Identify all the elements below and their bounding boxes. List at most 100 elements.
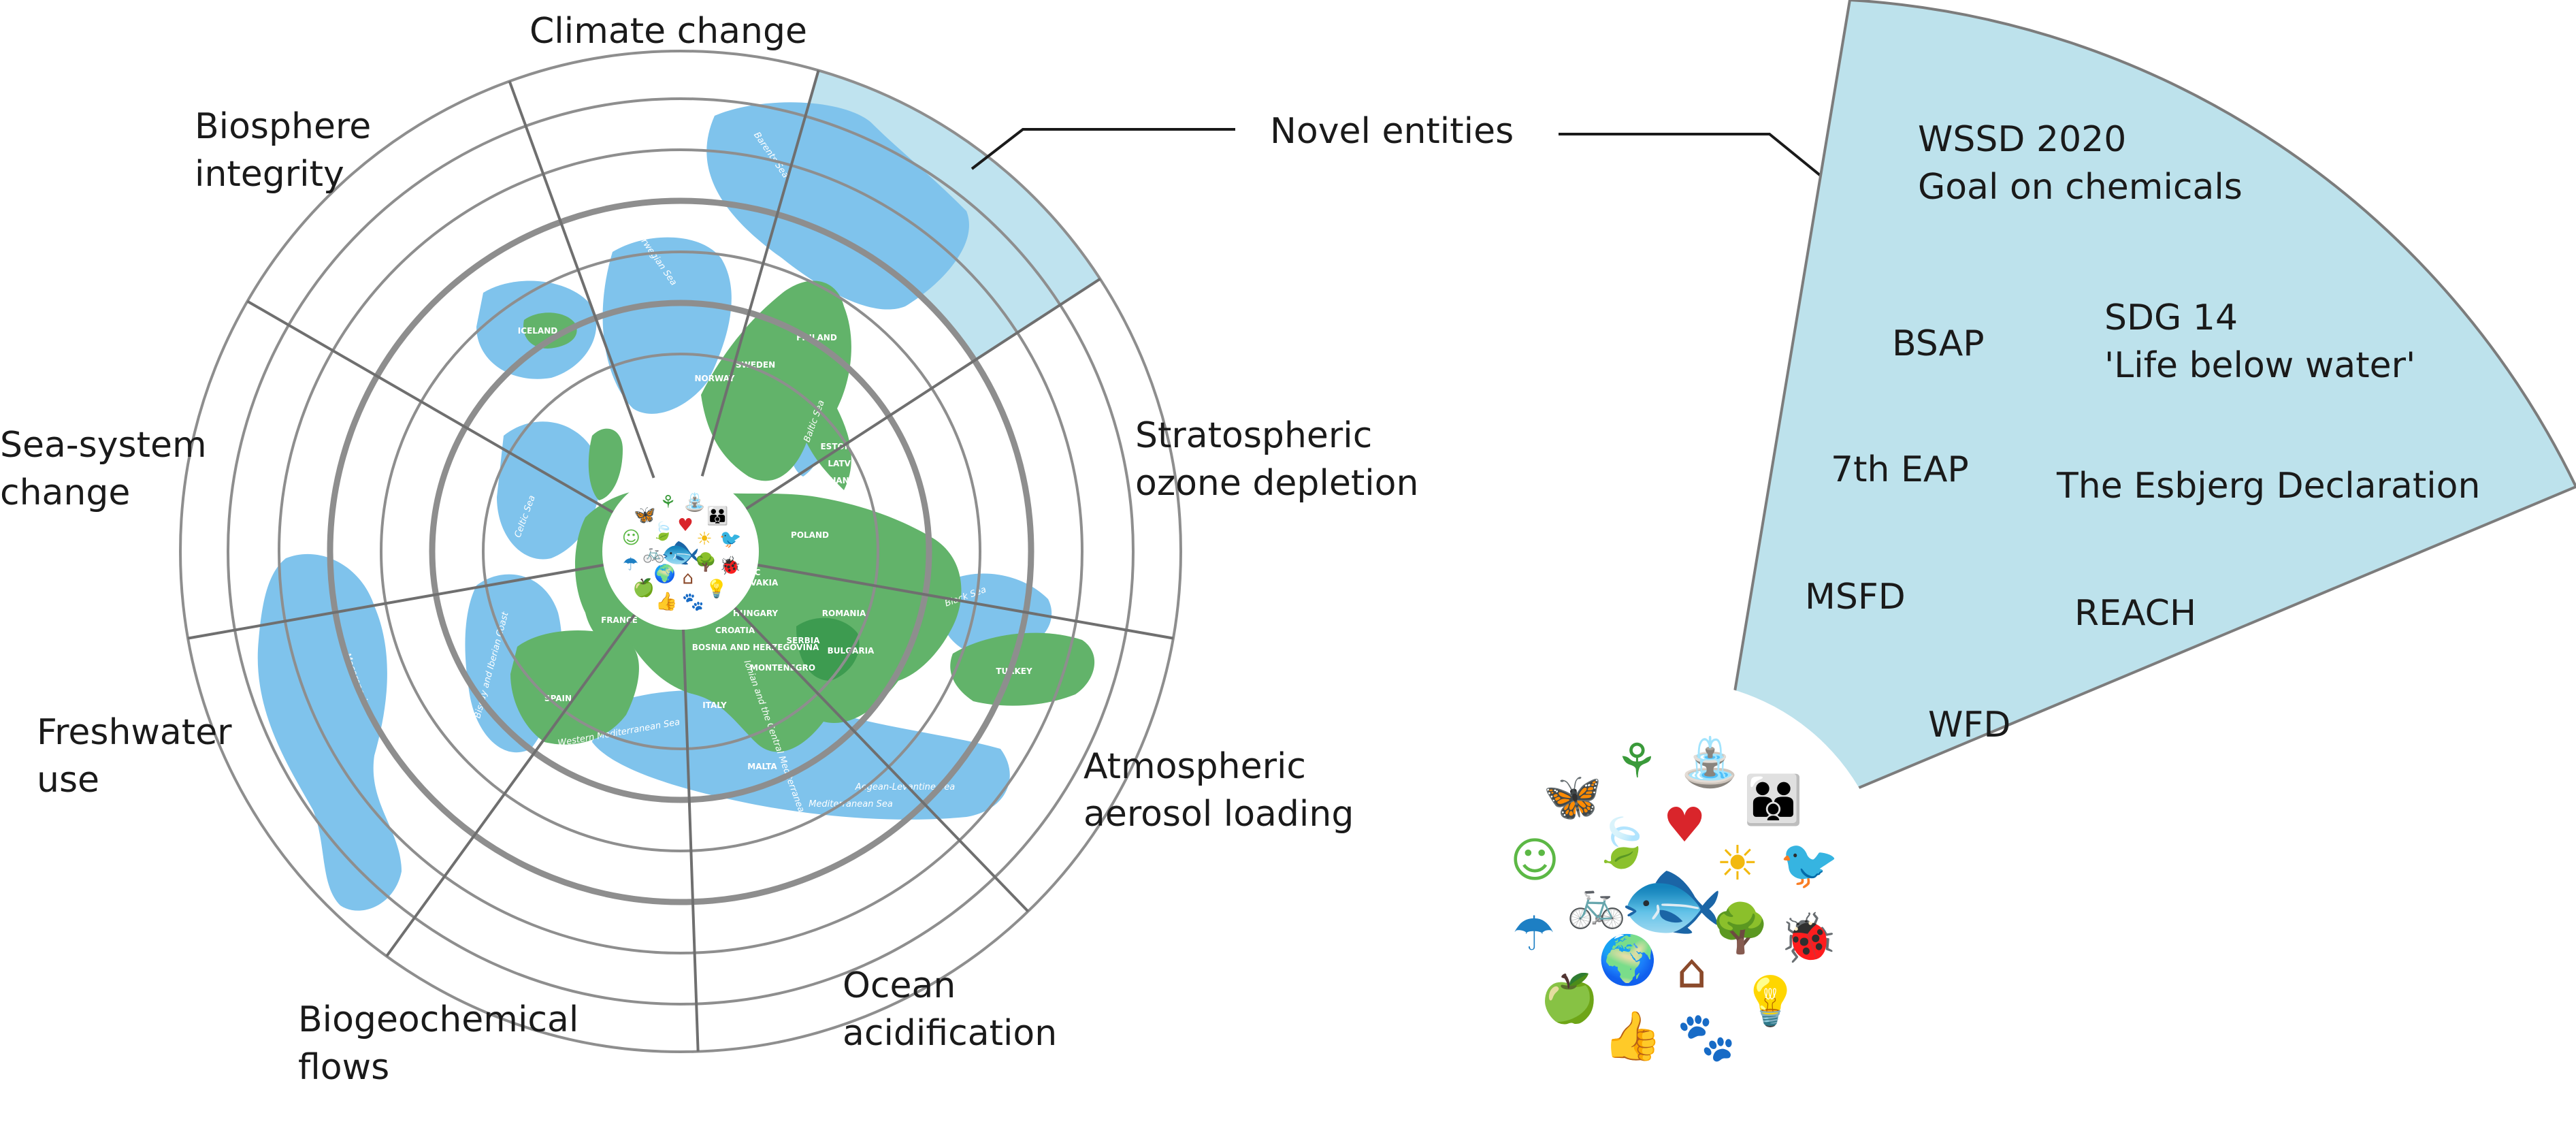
- boundary-ring-bold-inner: [429, 300, 932, 803]
- boundary-ring-bold-outer: [327, 197, 1034, 905]
- celtic-sea-area: [497, 421, 600, 560]
- policy-sdg14: SDG 14 'Life below water': [2104, 297, 2415, 386]
- smiley-icon: ☺: [1510, 833, 1560, 888]
- boundary-wheel: ICELANDNORWAYSWEDENFINLANDESTONIALATVIAL…: [179, 50, 1182, 1053]
- sea-label: Aegean-Levantine Sea: [855, 782, 956, 792]
- country-label: SWEDEN: [736, 360, 775, 370]
- arctic-sea-area: [706, 102, 969, 310]
- country-label: CROATIA: [715, 626, 755, 635]
- country-label: POLAND: [791, 530, 829, 540]
- policy-wssd: WSSD 2020 Goal on chemicals: [1918, 119, 2243, 208]
- country-label: MALTA: [747, 762, 777, 771]
- paw-icon: 🐾: [1677, 1009, 1736, 1065]
- spoke-3: [745, 278, 1101, 511]
- house-icon: ⌂: [683, 568, 694, 589]
- apple-icon: 🍏: [633, 577, 655, 598]
- label-ocean-acidification: Ocean acidification: [843, 965, 1057, 1054]
- spoke-7: [385, 613, 636, 957]
- country-label: NORWAY: [694, 374, 734, 383]
- iberia-landmass: [510, 630, 639, 745]
- policy-esbjerg: The Esbjerg Declaration: [2056, 466, 2480, 506]
- policy-reach: REACH: [2074, 593, 2196, 634]
- mediterranean-area: [592, 690, 1010, 820]
- apple-icon: 🍏: [1540, 970, 1599, 1026]
- sun-icon: ☀: [1716, 835, 1759, 891]
- butterfly-icon: 🦋: [1543, 769, 1602, 825]
- spoke-6: [682, 629, 700, 1052]
- sector-spokes: [187, 69, 1174, 1052]
- label-atmospheric-aerosol: Atmospheric aerosol loading: [1083, 746, 1354, 835]
- scandinavia-landmass: [701, 280, 851, 490]
- policy-bsap: BSAP: [1892, 323, 1985, 364]
- hands-plant-icon: ⚘: [660, 492, 676, 513]
- center-icon-disc: 🐟🌳⌂🌍🚲🍃♥☀💡🐾👍🍏☂☺🦋⚘⛲👪🐦🐞: [602, 473, 759, 630]
- earth-globe-icon: 🌍: [653, 563, 675, 584]
- butterfly-icon: 🦋: [634, 505, 655, 526]
- country-label: ITALY: [702, 701, 727, 710]
- iceland-landmass: [523, 312, 577, 349]
- sustainability-icons: 🐟🌳⌂🌍🚲🍃♥☀💡🐾👍🍏☂☺🦋⚘⛲👪🐦🐞: [1510, 733, 1839, 1065]
- fish-icon: 🐟: [661, 534, 700, 570]
- bird-icon: 🐦: [719, 530, 741, 550]
- wheel-structure: [179, 50, 1182, 1053]
- thumbs-up-icon: 👍: [655, 591, 677, 612]
- country-label: LATVIA: [828, 459, 860, 468]
- ring-2: [227, 97, 1135, 1006]
- rain-cloud-icon: ☂: [623, 555, 638, 575]
- ring-5: [380, 251, 981, 852]
- rain-cloud-icon: ☂: [1512, 906, 1555, 962]
- leaf-icon: 🍃: [1593, 814, 1652, 871]
- spoke-1: [508, 80, 655, 479]
- label-biogeochemical-flows: Biogeochemical flows: [298, 999, 590, 1088]
- ladybug-icon: 🐞: [1778, 910, 1838, 965]
- earth-globe-icon: 🌍: [1598, 932, 1657, 988]
- sun-icon: ☀: [696, 529, 712, 549]
- europe-map: ICELANDNORWAYSWEDENFINLANDESTONIALATVIAL…: [257, 70, 1100, 911]
- label-biosphere-integrity: Biosphere integrity: [195, 106, 382, 195]
- house-icon: ⌂: [1677, 944, 1707, 999]
- bicycle-icon: 🚲: [1567, 875, 1626, 931]
- ladybug-icon: 🐞: [719, 556, 741, 577]
- lightbulb-icon: 💡: [1741, 973, 1800, 1029]
- spoke-2: [700, 69, 820, 477]
- spoke-9: [246, 300, 614, 514]
- country-label: BOSNIA AND HERZEGOVINA: [692, 643, 819, 652]
- policy-fan-sector: [1706, 0, 2576, 854]
- policy-wfd: WFD: [1928, 705, 2010, 745]
- heart-icon: ♥: [677, 515, 693, 536]
- policy-labels: WSSD 2020 Goal on chemicals BSAP SDG 14 …: [1805, 119, 2480, 745]
- water-tap-icon: ⛲: [683, 492, 705, 513]
- british-isles-landmass: [588, 428, 623, 500]
- tree-icon: 🌳: [695, 551, 717, 573]
- bicycle-icon: 🚲: [642, 543, 664, 564]
- spoke-5: [734, 607, 1030, 913]
- country-label: SERBIA: [787, 636, 821, 645]
- label-stratospheric-ozone: Stratospheric ozone depletion: [1135, 415, 1418, 504]
- novel-entities-connector: [971, 128, 1822, 177]
- outer-ring: [179, 50, 1182, 1053]
- ring-7: [482, 353, 879, 750]
- people-icon: 👪: [1744, 772, 1803, 828]
- connector-left: [971, 128, 1235, 170]
- water-tap-icon: ⛲: [1680, 735, 1740, 791]
- heart-icon: ♥: [1663, 797, 1706, 853]
- policy-msfd: MSFD: [1805, 577, 1906, 617]
- macaronesia-area: [257, 553, 402, 911]
- policy-7th-eap: 7th EAP: [1831, 449, 1969, 490]
- tree-icon: 🌳: [1711, 899, 1770, 956]
- country-label: LITHUANIA: [809, 476, 860, 485]
- label-freshwater-use: Freshwater use: [37, 712, 243, 801]
- novel-entities-fan: WSSD 2020 Goal on chemicals BSAP SDG 14 …: [1454, 0, 2576, 1116]
- country-label: ICELAND: [518, 326, 557, 336]
- leaf-icon: 🍃: [651, 520, 673, 542]
- spoke-8: [187, 563, 604, 640]
- label-climate-change: Climate change: [529, 11, 807, 52]
- label-sea-system-change: Sea-system change: [0, 425, 218, 513]
- thumbs-up-icon: 👍: [1603, 1008, 1662, 1063]
- fish-icon: 🐟: [1618, 849, 1725, 949]
- connector-right: [1559, 133, 1822, 177]
- bird-icon: 🐦: [1780, 836, 1839, 892]
- sea-label: Mediterranean Sea: [809, 799, 893, 809]
- lightbulb-icon: 💡: [705, 578, 727, 599]
